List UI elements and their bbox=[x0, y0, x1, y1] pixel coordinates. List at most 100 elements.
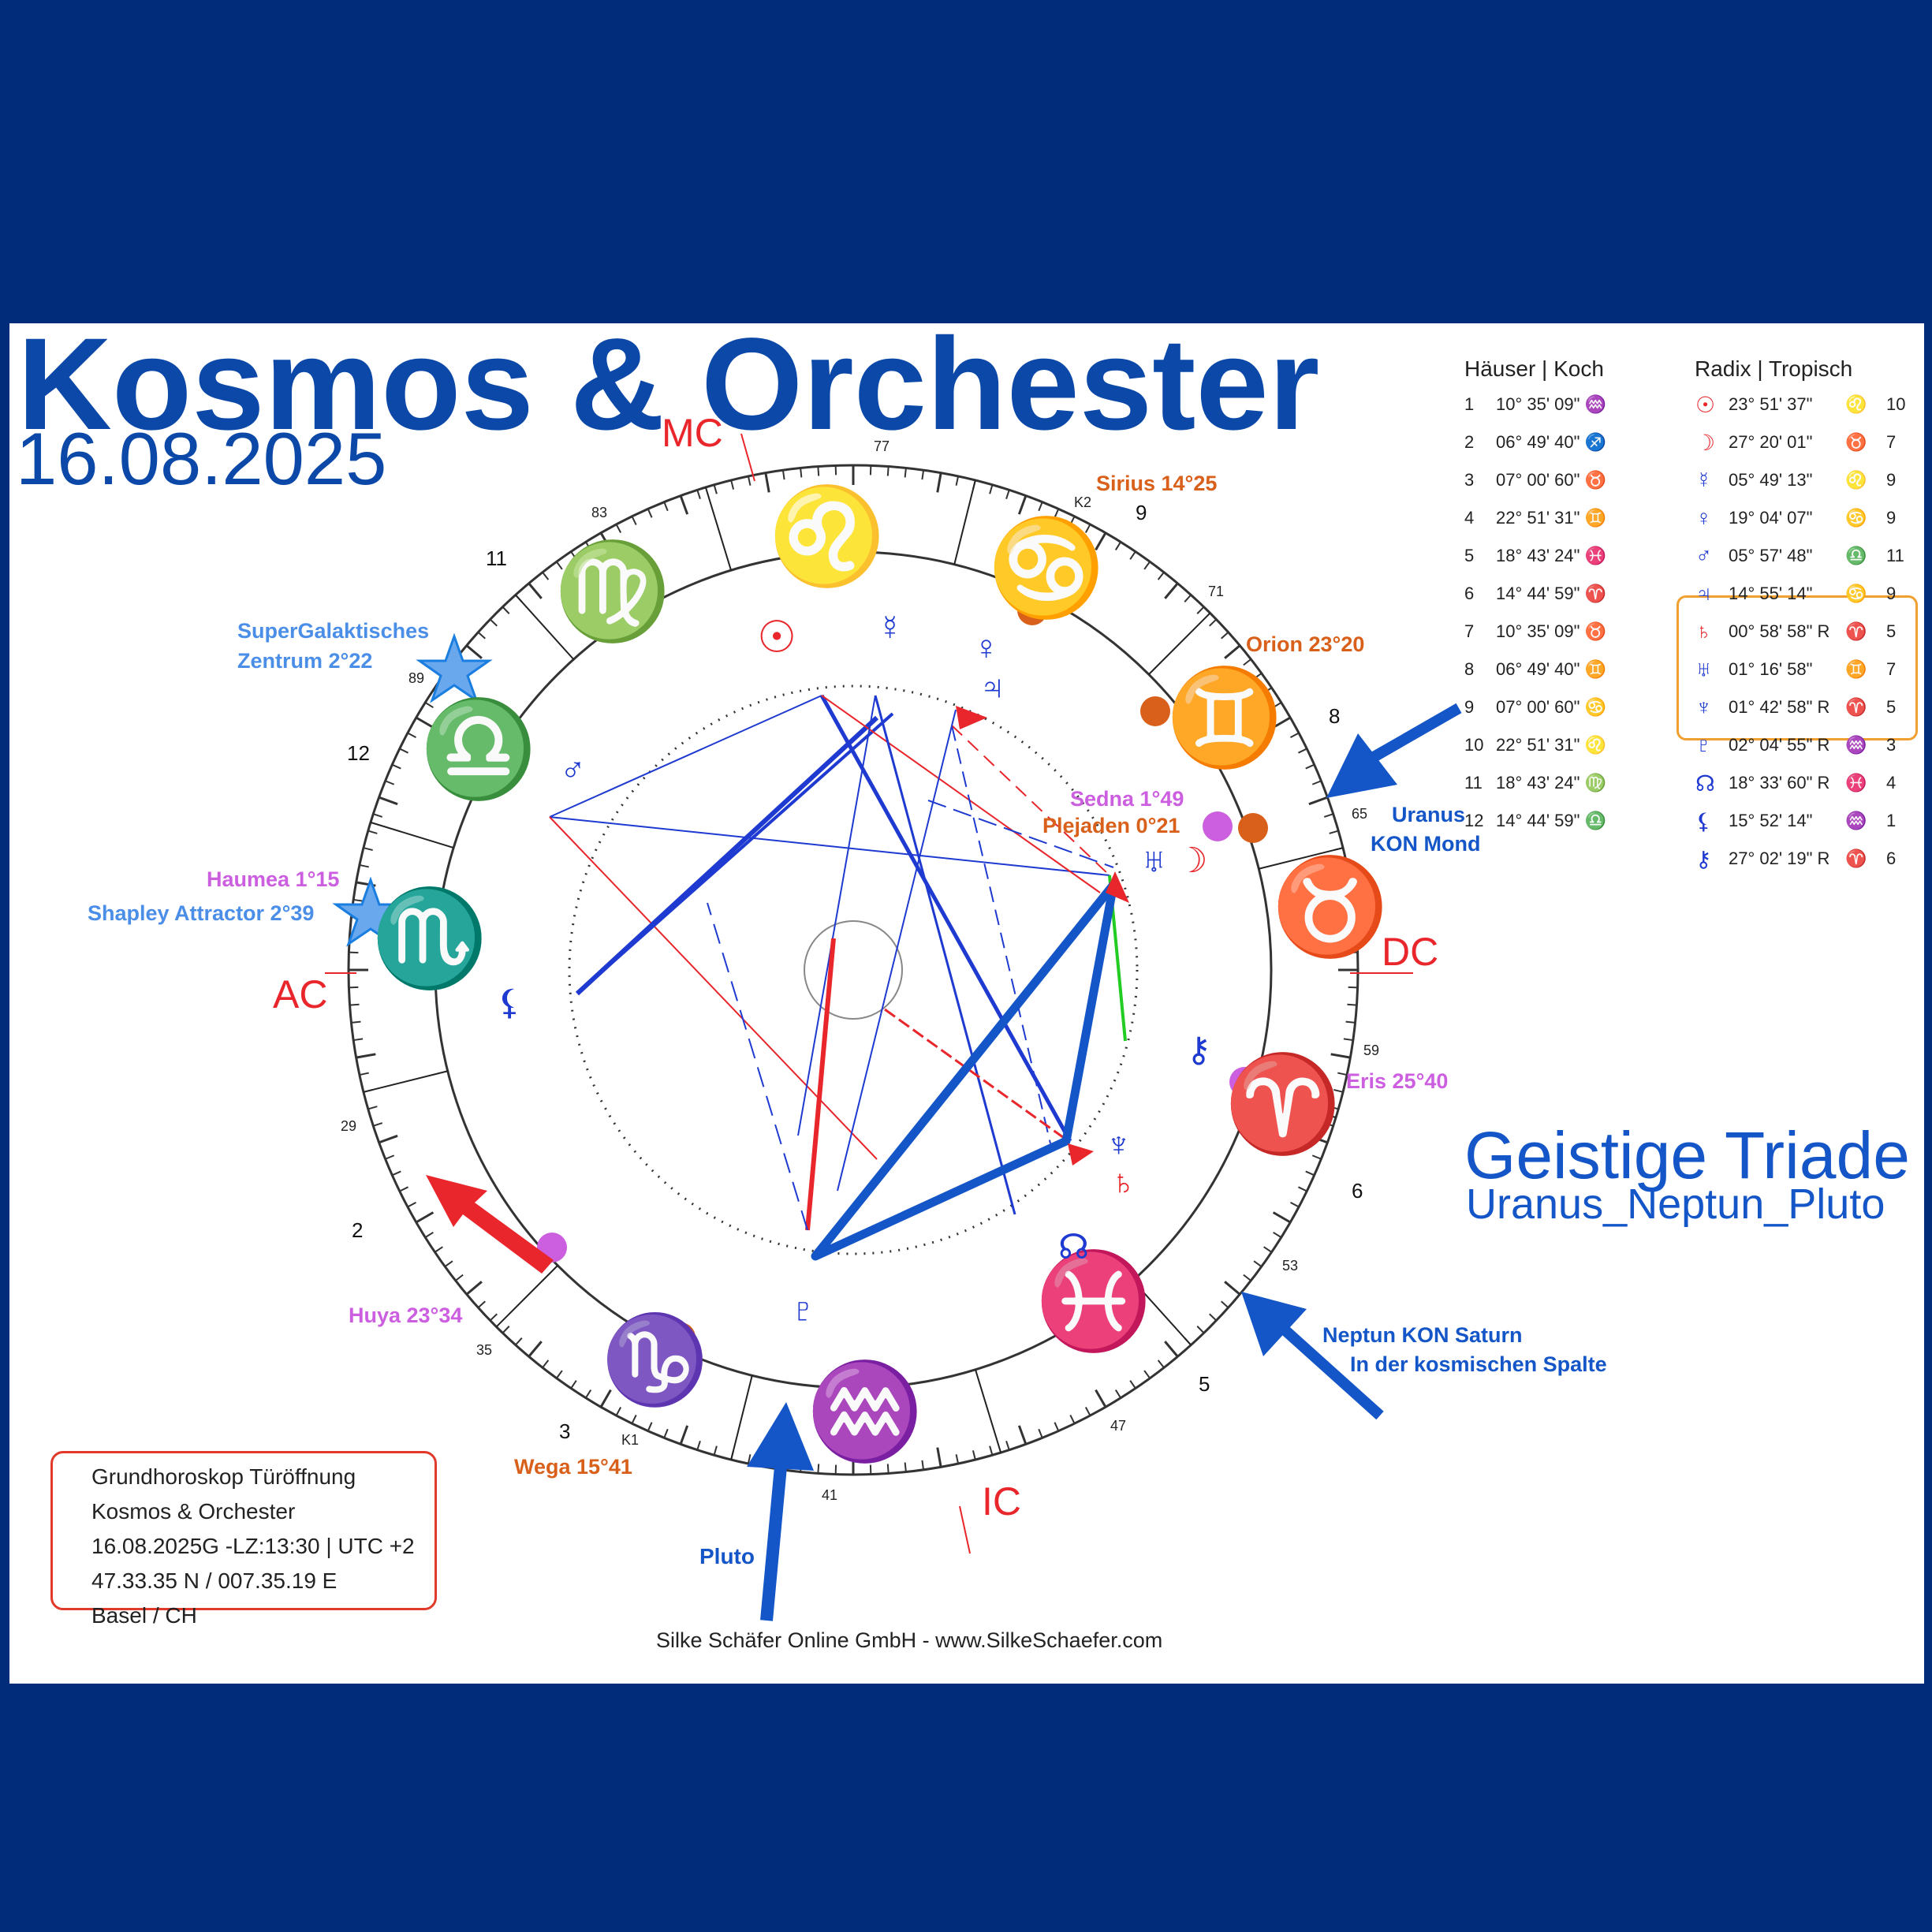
aspect-marker bbox=[956, 706, 987, 729]
radix-sign: ♉ bbox=[1845, 432, 1867, 452]
degree-tick bbox=[353, 1038, 364, 1042]
degree-tick bbox=[679, 1425, 689, 1445]
degree-tick bbox=[379, 1134, 398, 1144]
degree-tick bbox=[353, 898, 364, 902]
degree-tick bbox=[800, 468, 803, 478]
degree-tick bbox=[886, 1464, 890, 1474]
wega-dot bbox=[666, 1322, 696, 1352]
radix-sign: ♓ bbox=[1845, 773, 1867, 793]
table-row: 06° 49' 40" ♊ bbox=[1496, 659, 1606, 679]
house-cusp bbox=[1132, 1280, 1192, 1346]
degree-tick bbox=[1333, 1088, 1344, 1093]
shapley-label: Shapley Attractor 2°39 bbox=[88, 901, 315, 925]
degree-tick bbox=[515, 1337, 523, 1346]
degree-tick bbox=[1343, 1038, 1353, 1042]
degree-tick bbox=[407, 1201, 416, 1208]
aspect-line bbox=[837, 709, 957, 1192]
radix-glyph: ♀ bbox=[1695, 505, 1712, 530]
degree-tick bbox=[477, 1300, 486, 1308]
table-row: 6 bbox=[1464, 584, 1475, 603]
pluto-icon: ♇ bbox=[790, 1291, 816, 1330]
degree-tick bbox=[1337, 863, 1348, 868]
degree-tick bbox=[415, 716, 435, 729]
house-cusp bbox=[1148, 612, 1211, 675]
mars-icon: ♂ bbox=[560, 751, 586, 789]
triad-triangle bbox=[811, 880, 1118, 1261]
supergalactic-label: SuperGalaktisches bbox=[237, 619, 430, 643]
uranus-arrow-head bbox=[1326, 733, 1397, 798]
outer-ring bbox=[347, 464, 1359, 1476]
degree-tick bbox=[1345, 916, 1356, 919]
haumea-label: Haumea 1°15 bbox=[207, 867, 340, 891]
degree-tick bbox=[415, 1211, 435, 1224]
degree-tick bbox=[570, 550, 577, 560]
table-row: 10° 35' 09" ♒ bbox=[1496, 394, 1606, 414]
degree-tick bbox=[359, 1072, 369, 1076]
degree-tick bbox=[1221, 1300, 1229, 1308]
table-row: 4 bbox=[1464, 508, 1475, 528]
aspect-line bbox=[874, 695, 1016, 1215]
degree-tick bbox=[886, 466, 890, 476]
uranus-arrow-shaft bbox=[1371, 703, 1462, 763]
degree-tick bbox=[764, 472, 770, 493]
radix-glyph: ♆ bbox=[1695, 695, 1712, 719]
zodiac-inner-ring bbox=[434, 550, 1273, 1389]
house-cusp bbox=[363, 1070, 448, 1093]
uranus-annotation: KON Mond bbox=[1371, 832, 1481, 856]
degree-tick bbox=[373, 813, 383, 818]
house-cusp bbox=[515, 594, 575, 660]
house-number: 2 bbox=[352, 1218, 364, 1242]
house-inner-ring bbox=[568, 684, 1139, 1255]
sedna-label: Sedna 1°49 bbox=[1070, 787, 1184, 811]
degree-tick bbox=[921, 1460, 925, 1470]
degree-tick bbox=[556, 1370, 563, 1379]
degree-tick bbox=[1263, 687, 1273, 694]
table-row: 10° 35' 09" ♉ bbox=[1496, 621, 1606, 641]
degree-tick bbox=[1224, 1281, 1241, 1296]
radix-sign: ♈ bbox=[1845, 697, 1867, 717]
cancer-sign: ♋ bbox=[987, 515, 1106, 621]
radix-sign: ♈ bbox=[1845, 621, 1867, 641]
degree-tick bbox=[747, 1454, 752, 1464]
radix-table-header: Radix | Tropisch bbox=[1695, 356, 1853, 381]
degree-tick bbox=[1311, 780, 1322, 785]
table-row: 7 bbox=[1464, 621, 1475, 641]
table-row: 1 bbox=[1464, 394, 1475, 414]
degree-tick bbox=[730, 479, 735, 490]
degree-tick bbox=[1095, 1389, 1107, 1408]
degree-tick bbox=[477, 632, 486, 640]
table-row: 02° 04' 55" R bbox=[1729, 735, 1830, 755]
neptun-annotation: In der kosmischen Spalte bbox=[1350, 1352, 1607, 1376]
house-cusp bbox=[704, 487, 732, 571]
degree-tick bbox=[385, 780, 395, 785]
degree-label: 47 bbox=[1110, 1418, 1127, 1434]
aspect-marker bbox=[1068, 1143, 1094, 1166]
table-row: 14° 44' 59" ♎ bbox=[1496, 811, 1606, 830]
info-line: 47.33.35 N / 007.35.19 E bbox=[91, 1568, 338, 1593]
aspect-line bbox=[549, 816, 1110, 876]
degree-tick bbox=[989, 484, 994, 494]
aspect-line bbox=[549, 695, 822, 818]
house-cusp bbox=[1259, 847, 1344, 870]
radix-house: 6 bbox=[1886, 849, 1897, 868]
table-row: 5 bbox=[1464, 546, 1475, 565]
radix-glyph: ♄ bbox=[1695, 619, 1712, 643]
radix-sign: ♌ bbox=[1845, 470, 1867, 490]
degree-tick bbox=[1343, 898, 1353, 902]
degree-tick bbox=[955, 1454, 960, 1464]
degree-tick bbox=[1084, 1407, 1091, 1416]
leo-sign: ♌ bbox=[768, 483, 886, 589]
chiron-icon: ⚷ bbox=[1186, 1031, 1212, 1069]
degree-tick bbox=[1209, 618, 1218, 627]
info-line: Grundhoroskop Türöffnung bbox=[91, 1464, 356, 1489]
table-row: 18° 43' 24" ♍ bbox=[1496, 773, 1606, 793]
houses-table-header: Häuser | Koch bbox=[1464, 356, 1604, 381]
degree-tick bbox=[356, 1053, 376, 1059]
haumea-dot bbox=[442, 900, 472, 930]
degree-tick bbox=[585, 541, 592, 550]
degree-tick bbox=[904, 1462, 907, 1472]
table-row: 22° 51' 31" ♌ bbox=[1496, 735, 1606, 755]
orion-dot bbox=[1140, 696, 1170, 726]
radix-glyph: ♂ bbox=[1695, 543, 1712, 568]
degree-tick bbox=[359, 863, 369, 868]
